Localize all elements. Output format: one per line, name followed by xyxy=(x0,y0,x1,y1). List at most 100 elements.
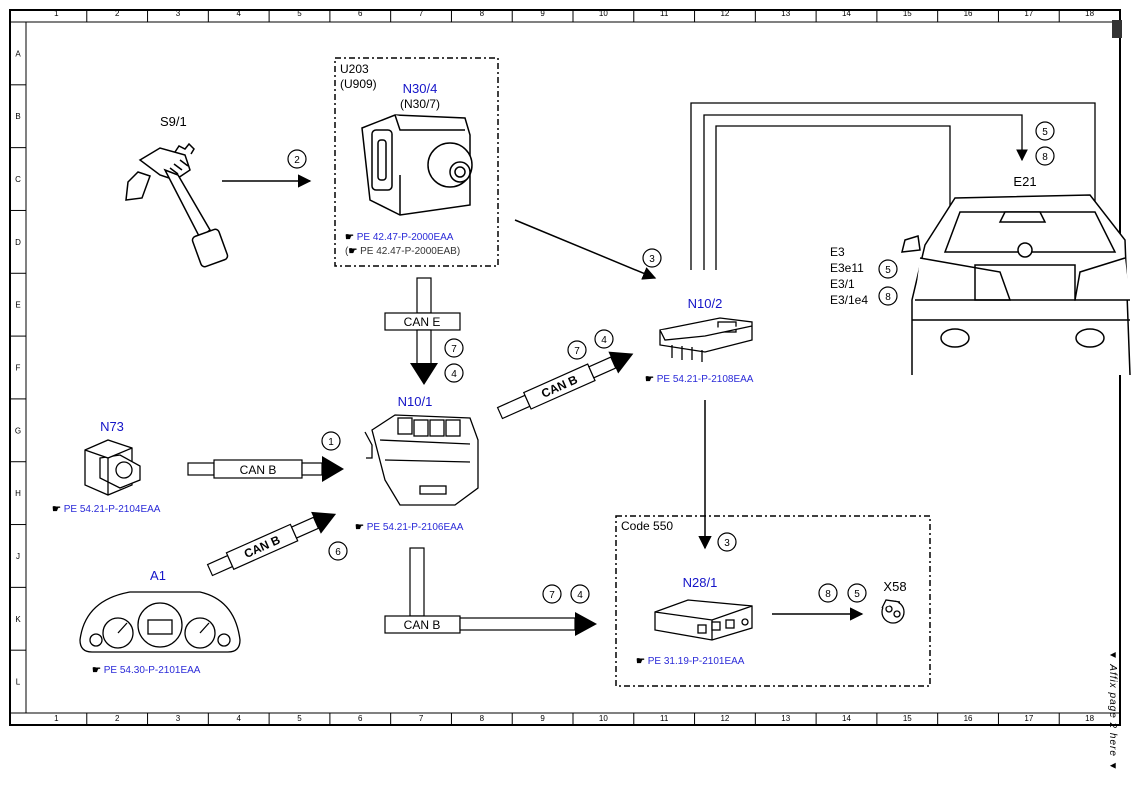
svg-text:7: 7 xyxy=(549,590,555,601)
code-550-label: Code 550 xyxy=(621,519,673,533)
column-number: 15 xyxy=(903,9,912,18)
svg-text:8: 8 xyxy=(885,292,891,303)
svg-text:5: 5 xyxy=(854,589,860,600)
step-badge: 3 xyxy=(717,532,737,552)
row-letter: F xyxy=(16,364,21,373)
svg-text:4: 4 xyxy=(601,335,607,346)
lamp-wiring xyxy=(690,102,1101,270)
e21-group: E21 E3 E3e11 E3/1 E3/1e4 5 8 xyxy=(830,174,1131,376)
row-letter: G xyxy=(15,426,21,435)
column-number: 2 xyxy=(115,9,120,18)
trailer-module-icon xyxy=(654,599,753,641)
u203-label: U203 xyxy=(340,62,369,76)
svg-text:7: 7 xyxy=(574,346,580,357)
ref-icon: ☛ xyxy=(636,656,645,667)
n10-2-label: N10/2 xyxy=(688,296,723,311)
row-letter: D xyxy=(15,238,21,247)
column-number: 18 xyxy=(1085,714,1094,723)
svg-text:☛ PE 54.21-P-2104EAA: ☛ PE 54.21-P-2104EAA xyxy=(52,504,161,515)
svg-text:4: 4 xyxy=(577,590,583,601)
ignition-switch-icon xyxy=(84,439,141,496)
n30-4-label: N30/4 xyxy=(403,81,438,96)
step-badge: 7 4 xyxy=(567,329,614,360)
n10-2-ref: PE 54.21-P-2108EAA xyxy=(657,374,754,385)
trailer-socket-icon xyxy=(881,599,905,624)
step-badge: 5 8 xyxy=(878,259,898,306)
e21-label: E21 xyxy=(1013,174,1036,189)
svg-text:2: 2 xyxy=(294,155,300,166)
step-badge: 1 xyxy=(321,431,341,451)
step-badge: 6 xyxy=(328,541,348,561)
column-number: 3 xyxy=(176,9,181,18)
can-b-bus-n10-1-to-n10-2: CAN B xyxy=(496,351,634,420)
row-letter: J xyxy=(16,552,20,561)
column-number: 10 xyxy=(599,9,608,18)
column-number: 8 xyxy=(480,9,485,18)
column-number: 13 xyxy=(781,9,790,18)
n30-4-ref2: PE 42.47-P-2000EAB xyxy=(360,246,457,257)
svg-text:☛ PE 54.21-P-2106EAA: ☛ PE 54.21-P-2106EAA xyxy=(355,522,464,533)
code-550-box: Code 550 N28/1 ☛ PE 31.19-P-2101EAA 8 5 … xyxy=(615,515,931,687)
svg-text:6: 6 xyxy=(335,547,341,558)
ref-icon: ☛ xyxy=(355,522,364,533)
svg-text:☛ PE 31.19-P-2101EAA: ☛ PE 31.19-P-2101EAA xyxy=(636,656,745,667)
column-number: 17 xyxy=(1024,714,1033,723)
n10-1-group: N10/1 ☛ PE 54.21-P-2106EAA xyxy=(355,394,479,533)
column-number: 11 xyxy=(660,714,669,723)
can-b-label: CAN B xyxy=(404,618,441,632)
esp-control-unit-icon xyxy=(361,114,473,216)
step-badge: 5 8 xyxy=(1035,121,1055,166)
ref-icon: ☛ xyxy=(348,246,357,257)
row-letter: C xyxy=(15,175,21,184)
ref-icon: ☛ xyxy=(92,665,101,676)
column-number: 6 xyxy=(358,714,363,723)
brake-pedal-icon xyxy=(125,142,229,268)
column-number: 18 xyxy=(1085,9,1094,18)
column-number: 11 xyxy=(660,9,669,18)
column-number: 4 xyxy=(236,714,241,723)
column-number: 12 xyxy=(720,9,729,18)
can-b-bus-n10-1-to-n28-1: CAN B xyxy=(384,547,597,636)
e3e11-label: E3e11 xyxy=(830,261,864,275)
svg-text:☛ PE 54.30-P-2101EAA: ☛ PE 54.30-P-2101EAA xyxy=(92,665,201,676)
n28-1-label: N28/1 xyxy=(683,575,718,590)
column-number: 16 xyxy=(964,9,973,18)
svg-text:(☛ PE 42.47-P-2000EAB): (☛ PE 42.47-P-2000EAB) xyxy=(345,246,460,257)
u909-label: (U909) xyxy=(340,77,377,91)
svg-text:1: 1 xyxy=(328,437,334,448)
svg-text:5: 5 xyxy=(885,265,891,276)
a1-group: A1 ☛ PE 54.30-P-2101EAA xyxy=(79,568,241,676)
step-badge: 8 5 xyxy=(818,583,867,603)
column-number: 4 xyxy=(236,9,241,18)
column-number: 5 xyxy=(297,9,302,18)
row-letter: B xyxy=(15,112,20,121)
sam-rear-module-icon xyxy=(659,317,753,362)
svg-text:3: 3 xyxy=(649,254,655,265)
s9-1-group: S9/1 xyxy=(125,114,229,268)
column-number: 17 xyxy=(1024,9,1033,18)
can-e-bus: CAN E xyxy=(384,277,461,385)
n73-group: N73 ☛ PE 54.21-P-2104EAA xyxy=(52,419,161,515)
can-b-bus-n73-to-n10-1: CAN B xyxy=(187,456,344,482)
column-number: 1 xyxy=(54,9,59,18)
sam-front-module-icon xyxy=(364,414,479,506)
x58-label: X58 xyxy=(883,579,906,594)
column-number: 15 xyxy=(903,714,912,723)
a1-ref: PE 54.30-P-2101EAA xyxy=(104,665,201,676)
svg-text:5: 5 xyxy=(1042,127,1048,138)
step-badge: 2 xyxy=(287,149,307,169)
column-number: 2 xyxy=(115,714,120,723)
frame: 1122334455667788991010111112121313141415… xyxy=(9,9,1122,726)
e3-label: E3 xyxy=(830,245,845,259)
u203-box: U203 (U909) N30/4 (N30/7) ☛ PE 42.47-P-2… xyxy=(334,57,499,267)
instrument-cluster-icon xyxy=(79,591,241,653)
a1-label: A1 xyxy=(150,568,166,583)
can-e-label: CAN E xyxy=(404,315,441,329)
svg-text:7: 7 xyxy=(451,344,457,355)
column-number: 8 xyxy=(480,714,485,723)
svg-text:8: 8 xyxy=(825,589,831,600)
column-number: 3 xyxy=(176,714,181,723)
n73-ref: PE 54.21-P-2104EAA xyxy=(64,504,161,515)
e3-1e4-label: E3/1e4 xyxy=(830,293,868,307)
